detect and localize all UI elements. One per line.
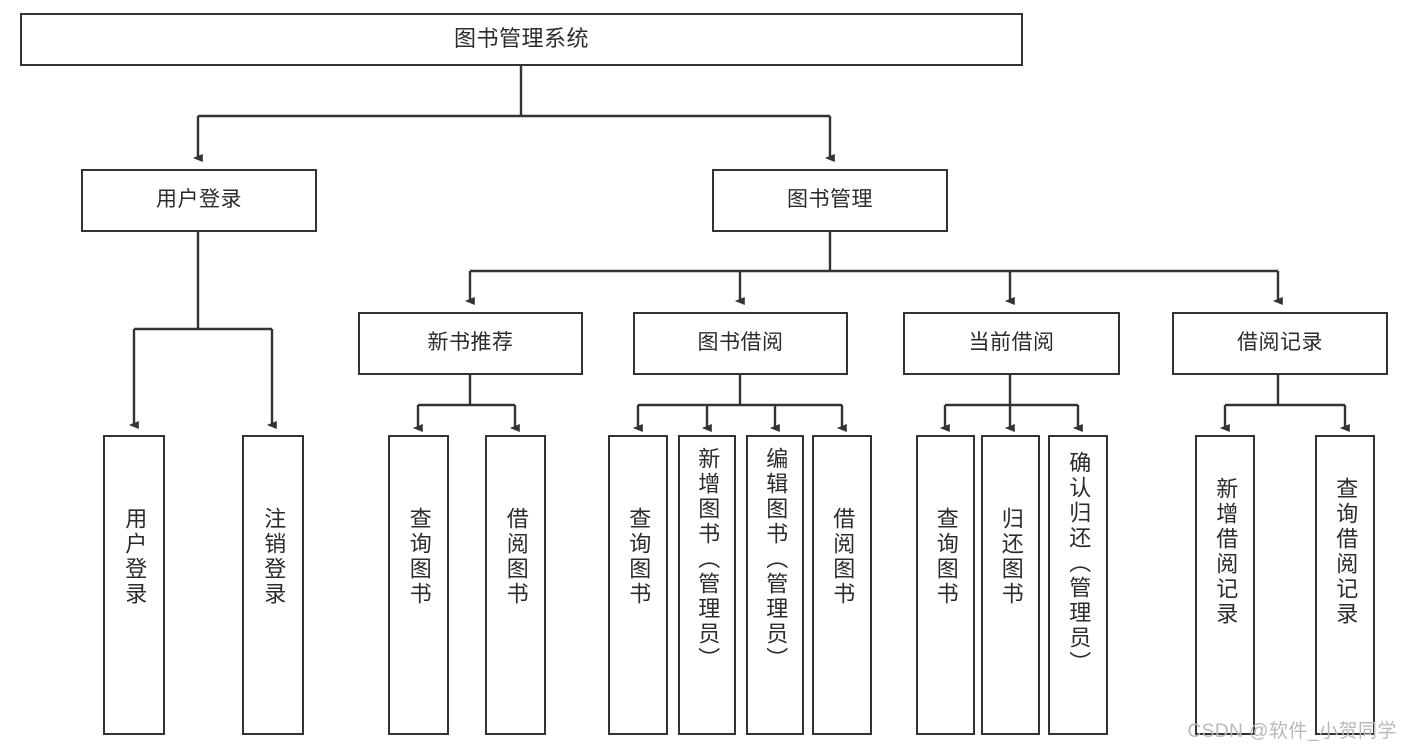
node-current-borrow[interactable]: 当前借阅 — [903, 312, 1120, 375]
node-book-borrow[interactable]: 图书借阅 — [633, 312, 848, 375]
node-label: 借阅图书 — [503, 507, 529, 607]
leaf-confirm-return[interactable]: 确认归还（管理员） — [1048, 435, 1108, 735]
node-label: 新增图书（管理员） — [695, 447, 721, 672]
leaf-borrow-book-borrow[interactable]: 借阅图书 — [812, 435, 872, 735]
node-label: 查询图书 — [626, 507, 652, 607]
node-label: 查询借阅记录 — [1333, 477, 1359, 627]
node-label: 查询图书 — [406, 507, 432, 607]
node-root-system[interactable]: 图书管理系统 — [20, 13, 1023, 66]
node-label: 图书借阅 — [697, 331, 784, 355]
node-label: 编辑图书（管理员） — [763, 447, 789, 672]
leaf-return-book[interactable]: 归还图书 — [981, 435, 1040, 735]
node-label: 用户登录 — [156, 188, 242, 212]
node-label: 归还图书 — [998, 507, 1024, 607]
node-label: 图书管理系统 — [453, 26, 589, 52]
node-label: 确认归还（管理员） — [1066, 451, 1092, 676]
node-label: 当前借阅 — [968, 331, 1055, 355]
leaf-query-book-borrow[interactable]: 查询图书 — [608, 435, 668, 735]
node-new-book-recommend[interactable]: 新书推荐 — [358, 312, 583, 375]
leaf-query-book-current[interactable]: 查询图书 — [916, 435, 975, 735]
node-borrow-record[interactable]: 借阅记录 — [1172, 312, 1388, 375]
node-label: 查询图书 — [933, 507, 959, 607]
node-label: 用户登录 — [122, 507, 148, 607]
node-label: 借阅图书 — [830, 507, 856, 607]
node-user-login[interactable]: 用户登录 — [81, 169, 317, 232]
node-label: 注销登录 — [261, 507, 287, 607]
node-label: 新增借阅记录 — [1213, 477, 1239, 627]
leaf-add-book[interactable]: 新增图书（管理员） — [678, 435, 736, 735]
node-label: 新书推荐 — [427, 331, 514, 355]
leaf-query-book-recommend[interactable]: 查询图书 — [388, 435, 449, 735]
node-label: 借阅记录 — [1237, 331, 1323, 355]
node-book-manage[interactable]: 图书管理 — [712, 169, 948, 232]
leaf-edit-book[interactable]: 编辑图书（管理员） — [746, 435, 804, 735]
leaf-user-login[interactable]: 用户登录 — [103, 435, 165, 735]
leaf-logout-login[interactable]: 注销登录 — [242, 435, 304, 735]
node-label: 图书管理 — [787, 188, 873, 212]
leaf-borrow-book-recommend[interactable]: 借阅图书 — [485, 435, 546, 735]
leaf-query-borrow-record[interactable]: 查询借阅记录 — [1315, 435, 1375, 735]
csdn-watermark: CSDN @软件_小贺同学 — [1187, 721, 1397, 742]
leaf-add-borrow-record[interactable]: 新增借阅记录 — [1195, 435, 1255, 735]
